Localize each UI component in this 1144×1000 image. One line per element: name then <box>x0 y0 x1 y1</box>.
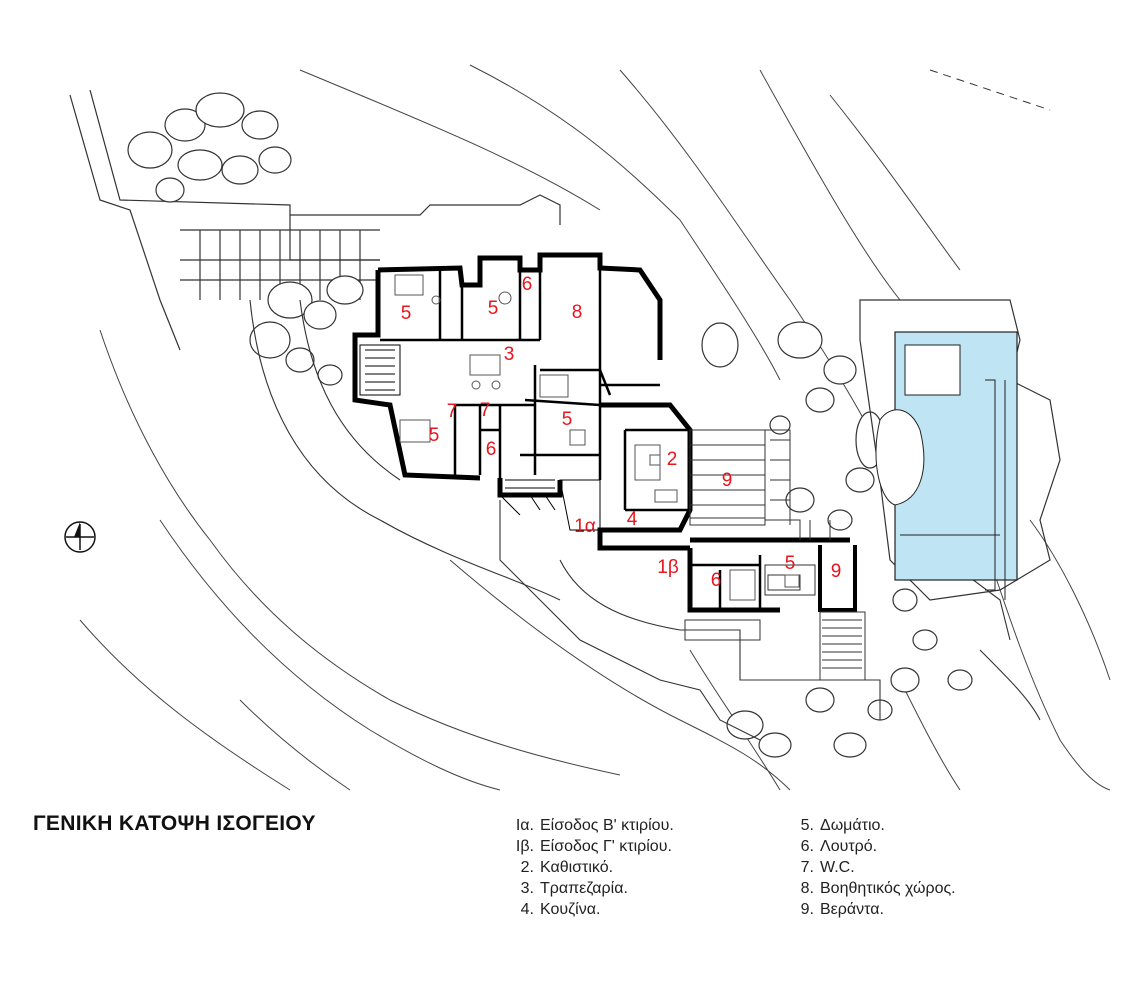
room-label: 9 <box>722 470 733 491</box>
legend-left: Ια. Είσοδος Β' κτιρίου. Ιβ. Είσοδος Γ' κτι… <box>500 815 674 920</box>
legend-number: Ια. <box>515 817 534 834</box>
legend-number: 7. <box>800 859 814 876</box>
legend-text: Κουζίνα. <box>540 901 601 918</box>
room-label: 9 <box>831 561 842 582</box>
legend-text: Καθιστικό. <box>540 859 614 876</box>
lower-wing-details <box>684 564 866 681</box>
legend-number: 3. <box>520 880 534 897</box>
legend-item: 4. Κουζίνα. <box>500 899 674 920</box>
legend-text: Είσοδος Γ' κτιρίου. <box>540 838 672 855</box>
legend-item: 9. Βεράντα. <box>780 899 956 920</box>
room-label: 4 <box>627 509 638 530</box>
north-arrow-icon <box>64 521 96 553</box>
room-label: 8 <box>572 302 583 323</box>
legend-text: Βεράντα. <box>820 901 884 918</box>
room-label: 6 <box>711 570 722 591</box>
legend-item: 8. Βοηθητικός χώρος. <box>780 878 956 899</box>
terrain-contours <box>79 64 1111 791</box>
pool-area <box>859 69 1061 601</box>
room-label: 7 <box>480 400 491 421</box>
legend-number: 8. <box>800 880 814 897</box>
room-labels: 5 5 6 8 3 7 7 5 5 6 2 9 1α 4 1β 6 5 9 <box>401 274 842 591</box>
legend-item: 3. Τραπεζαρία. <box>500 878 674 899</box>
legend-number: 6. <box>800 838 814 855</box>
room-label: 1β <box>657 557 679 578</box>
legend-text: Βοηθητικός χώρος. <box>820 880 956 897</box>
legend-number: 9. <box>800 901 814 918</box>
room-label: 1α <box>574 516 596 537</box>
legend-item: 2. Καθιστικό. <box>500 857 674 878</box>
plan-title: ΓΕΝΙΚΗ ΚΑΤΟΨΗ ΙΣΟΓΕΙΟΥ <box>33 812 316 835</box>
legend-number: 5. <box>800 817 814 834</box>
legend-right: 5. Δωμάτιο. 6. Λουτρό. 7. W.C. 8. Βοηθητικός… <box>780 815 956 920</box>
room-label: 5 <box>488 298 499 319</box>
legend-text: Λουτρό. <box>820 838 878 855</box>
room-label: 7 <box>447 401 458 422</box>
room-label: 3 <box>504 344 515 365</box>
garden-paths <box>249 299 1041 741</box>
room-label: 2 <box>667 449 678 470</box>
legend-item: 6. Λουτρό. <box>780 836 956 857</box>
room-label: 6 <box>522 274 533 295</box>
legend-item: 7. W.C. <box>780 857 956 878</box>
room-label: 5 <box>785 553 796 574</box>
room-label: 5 <box>429 425 440 446</box>
legend-text: Τραπεζαρία. <box>540 880 628 897</box>
room-label: 5 <box>562 409 573 430</box>
legend-item: 5. Δωμάτιο. <box>780 815 956 836</box>
room-label: 6 <box>486 439 497 460</box>
legend-text: Είσοδος Β' κτιρίου. <box>540 817 674 834</box>
legend-item: Ια. Είσοδος Β' κτιρίου. <box>500 815 674 836</box>
furniture <box>394 274 800 601</box>
legend-number: 4. <box>520 901 534 918</box>
legend-text: W.C. <box>820 859 855 876</box>
building-walls <box>352 252 857 613</box>
room-label: 5 <box>401 303 412 324</box>
floor-plan-drawing: 5 5 6 8 3 7 7 5 5 6 2 9 1α 4 1β 6 5 9 <box>64 64 1111 791</box>
legend-number: 2. <box>520 859 534 876</box>
legend-number: Ιβ. <box>515 838 534 855</box>
legend-item: Ιβ. Είσοδος Γ' κτιρίου. <box>500 836 674 857</box>
rock-outcrops <box>127 92 973 758</box>
veranda-east <box>689 429 831 540</box>
legend-text: Δωμάτιο. <box>820 817 885 834</box>
